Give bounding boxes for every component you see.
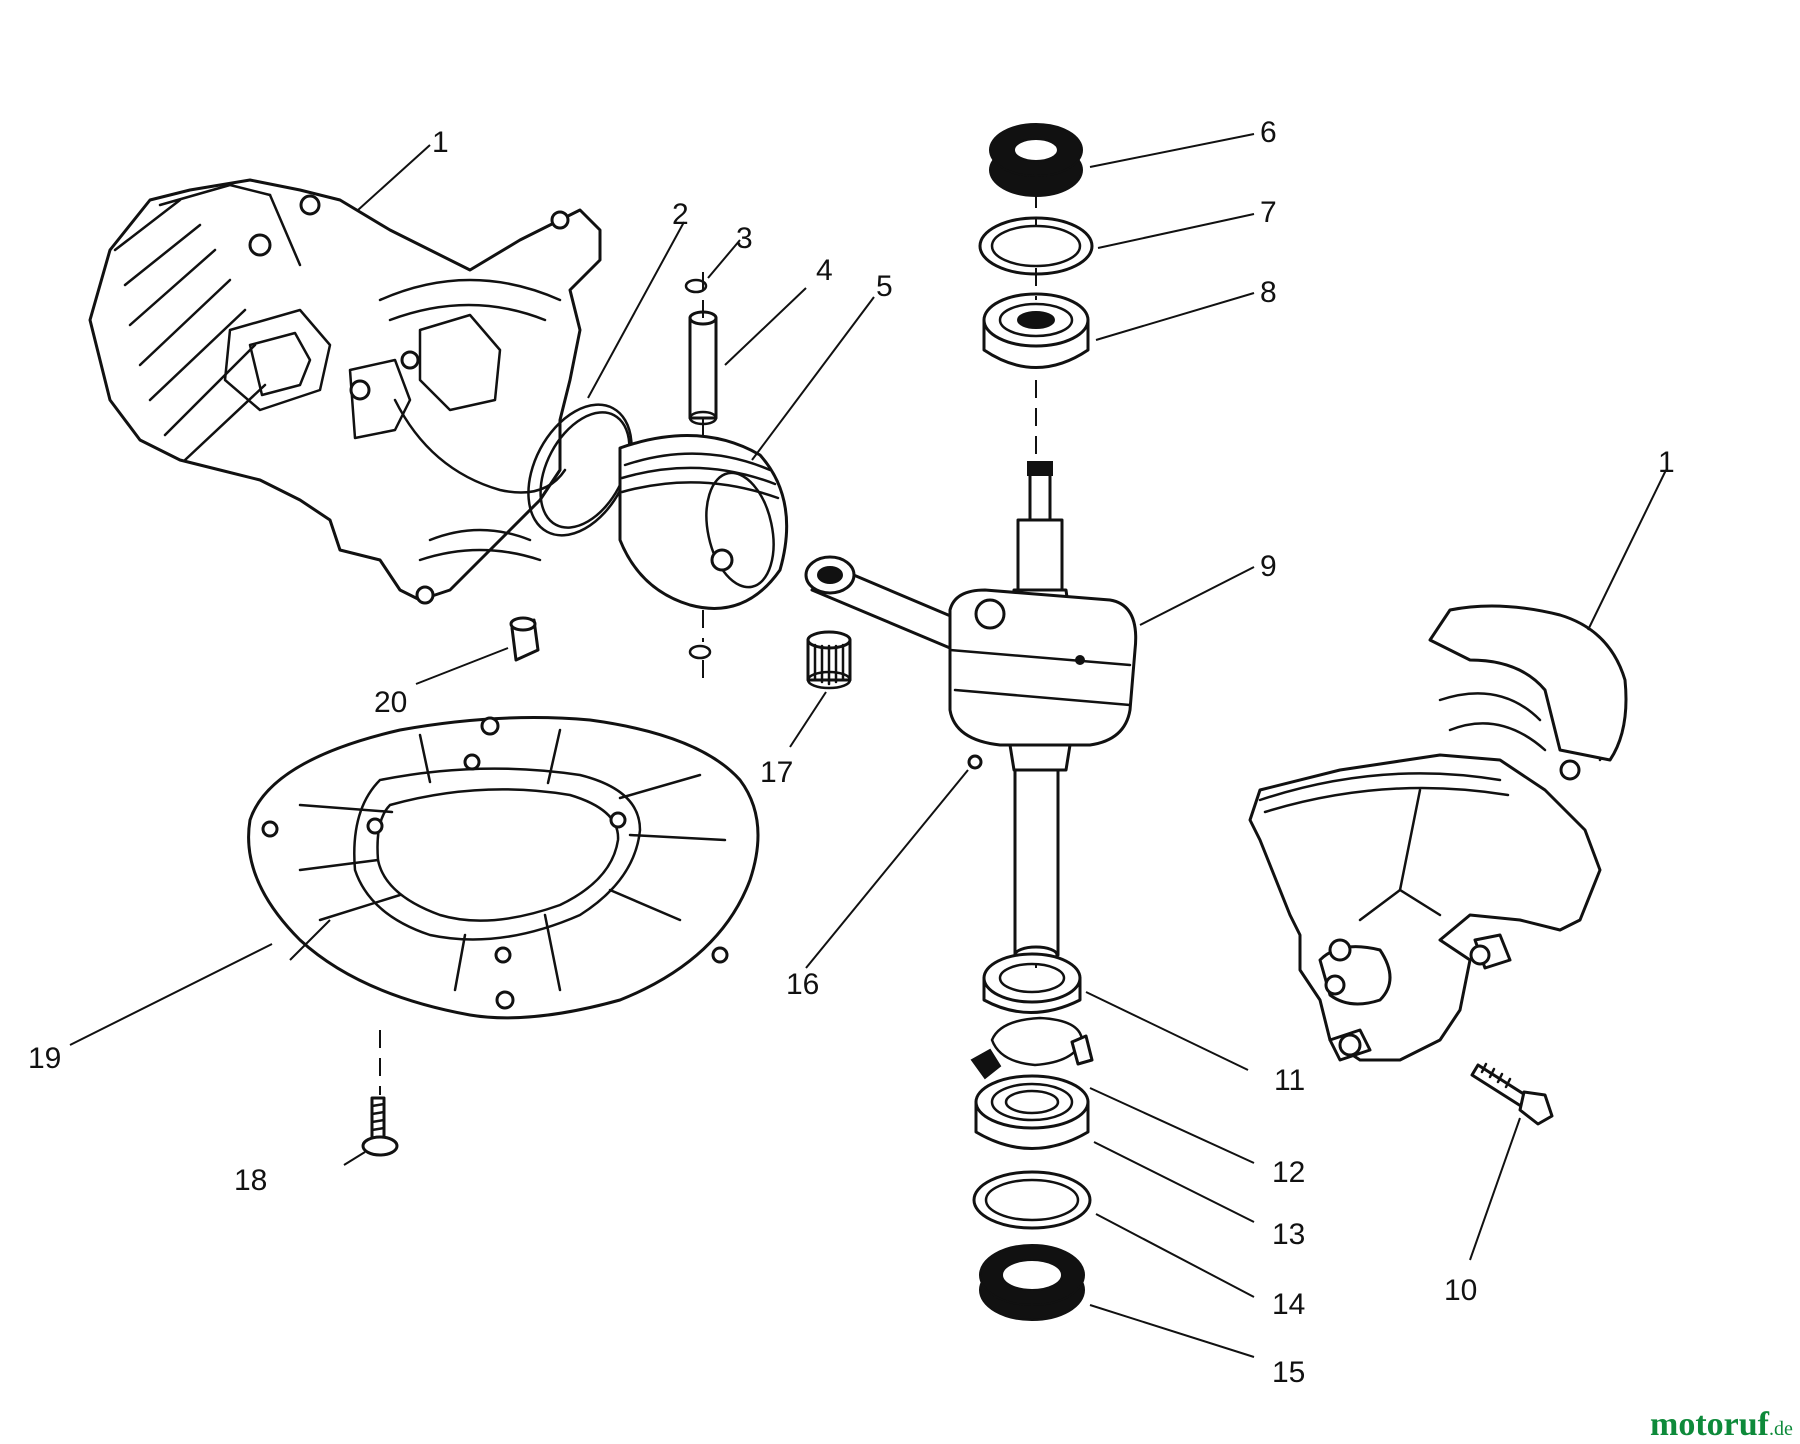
piston [618, 434, 789, 610]
crankshaft-assembly [804, 461, 1138, 965]
callout-4: 4 [816, 254, 833, 287]
callout-18: 18 [234, 1164, 267, 1197]
watermark-logo: motoruf.de [1650, 1406, 1793, 1443]
callout-12: 12 [1272, 1156, 1305, 1189]
cylinder-block [88, 178, 602, 605]
callout-1-crankcase: 1 [1658, 446, 1675, 479]
callout-7: 7 [1260, 196, 1277, 229]
callout-14: 14 [1272, 1288, 1305, 1321]
needle-bearing [806, 630, 852, 690]
seal-housing [982, 952, 1082, 1014]
shim-washer-upper [978, 216, 1094, 276]
callout-8: 8 [1260, 276, 1277, 309]
callout-16: 16 [786, 968, 819, 1001]
callout-9: 9 [1260, 550, 1277, 583]
callout-6: 6 [1260, 116, 1277, 149]
wrist-pin-clip [684, 278, 712, 660]
callout-19: 19 [28, 1042, 61, 1075]
callout-1-cylinder: 1 [432, 126, 449, 159]
callout-10: 10 [1444, 1274, 1477, 1307]
watermark-text: motoruf [1650, 1406, 1770, 1443]
deflector-plate [247, 716, 760, 1020]
callout-15: 15 [1272, 1356, 1305, 1389]
callout-3: 3 [736, 222, 753, 255]
ball-bearing-lower [974, 1074, 1090, 1150]
dowel-pin [509, 616, 540, 662]
bearing-clamp [970, 1016, 1094, 1080]
callout-13: 13 [1272, 1218, 1305, 1251]
callout-17: 17 [760, 756, 793, 789]
wrist-pin [688, 310, 718, 426]
check-ball [967, 754, 983, 770]
mounting-screw [361, 1096, 399, 1157]
callout-5: 5 [876, 270, 893, 303]
crankshaft-seal-upper [989, 123, 1083, 197]
callout-11: 11 [1274, 1064, 1305, 1097]
crankshaft-seal-lower [979, 1244, 1085, 1321]
callout-20: 20 [374, 686, 407, 719]
watermark-suffix: .de [1769, 1418, 1793, 1440]
long-bolt [1470, 1062, 1554, 1126]
callout-2: 2 [672, 198, 689, 231]
ball-bearing-upper [982, 292, 1090, 369]
shim-washer-lower [972, 1170, 1092, 1230]
crankcase-half [1248, 604, 1628, 1062]
